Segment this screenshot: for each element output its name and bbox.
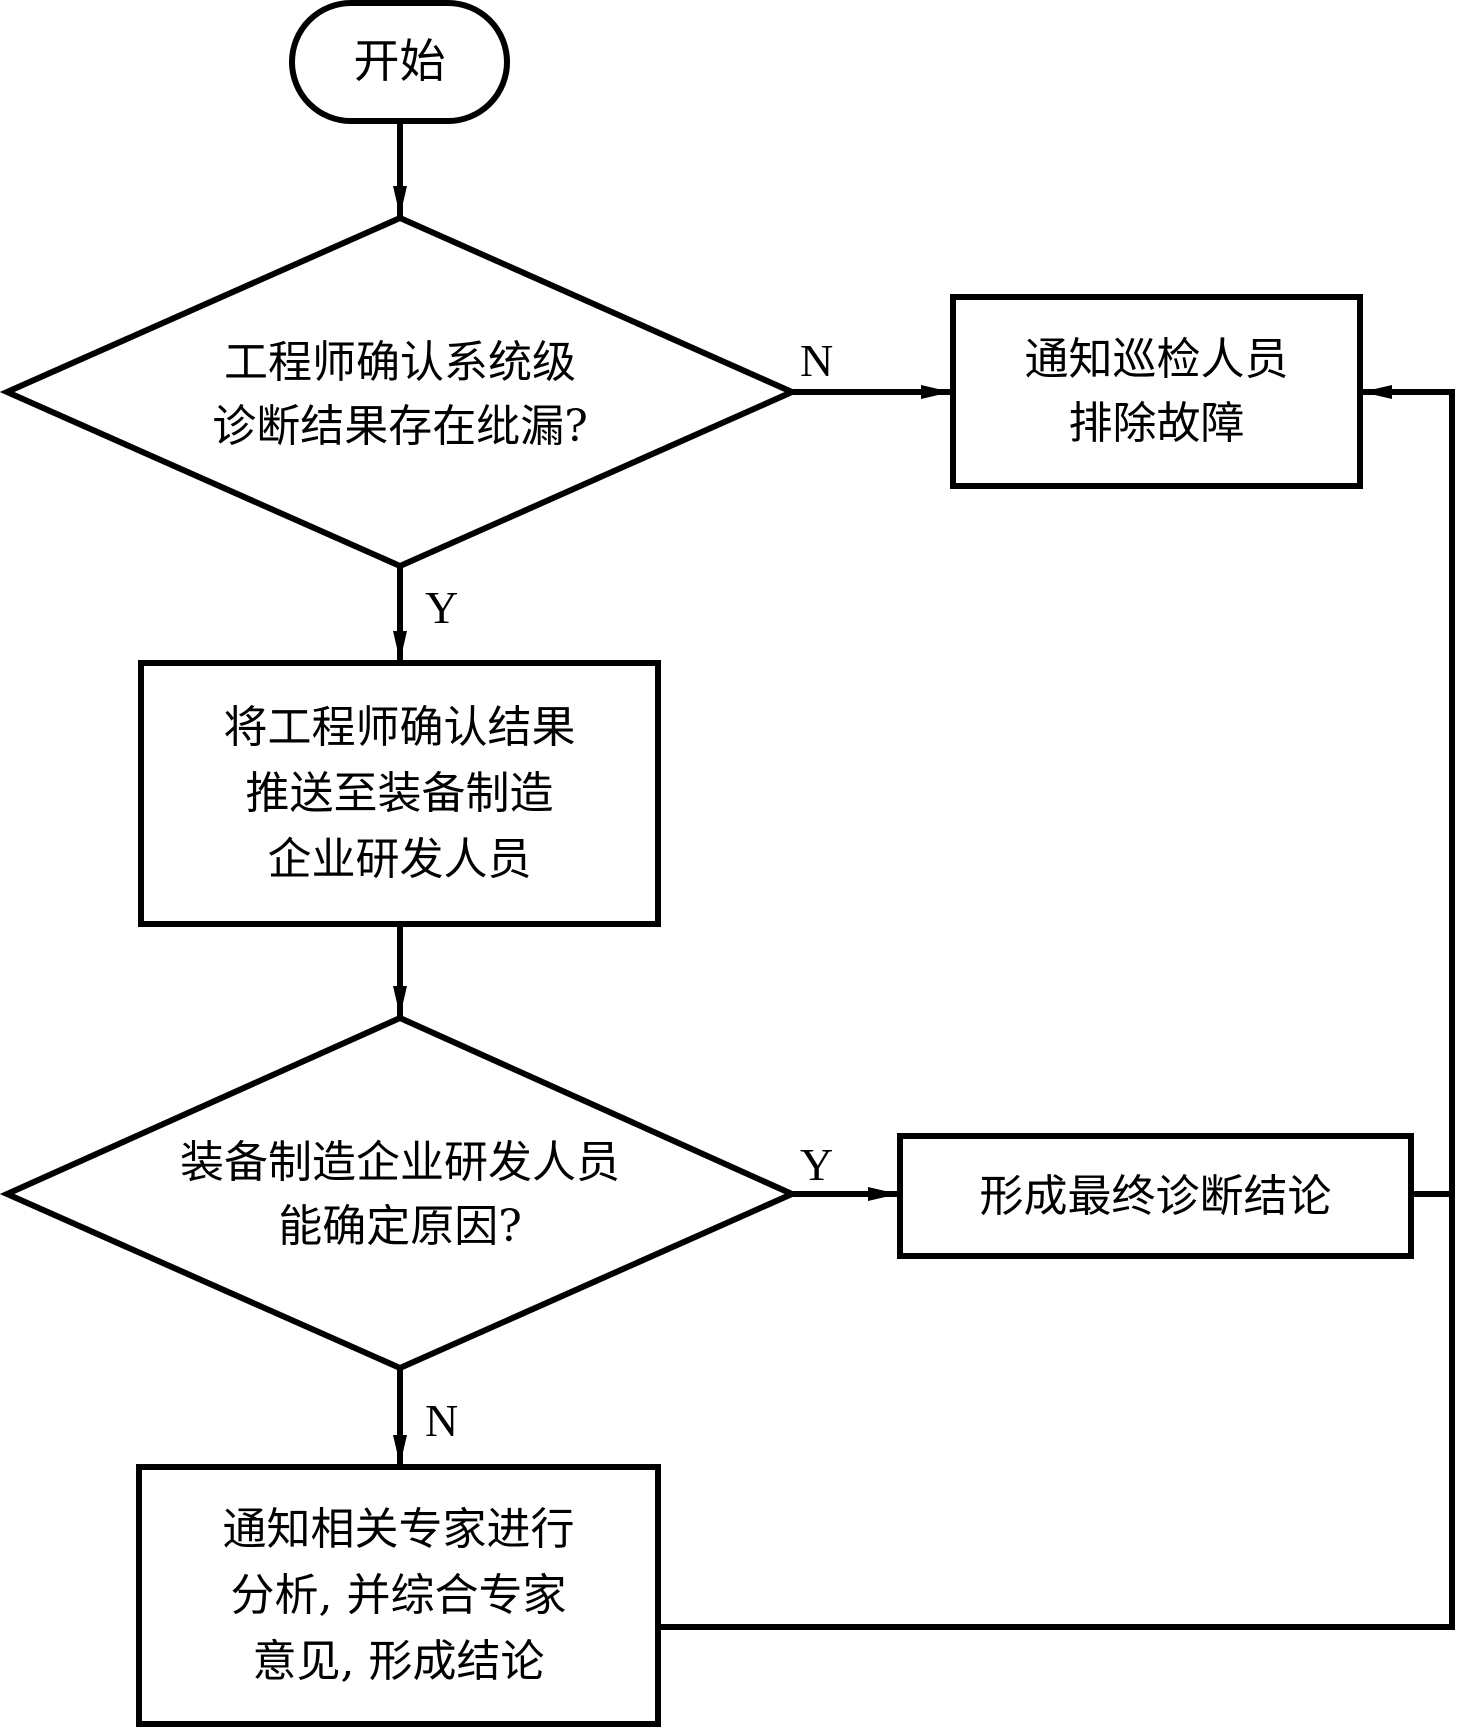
notify-patrol-line: 排除故障 <box>1068 397 1245 449</box>
decision-cause-line: 能确定原因? <box>278 1201 522 1252</box>
decision-gap-line: 工程师确认系统级 <box>224 337 576 389</box>
notify-experts-label: 通知相关专家进行 分析, 并综合专家 意见, 形成结论 <box>139 1467 658 1724</box>
decision-cause-line: 装备制造企业研发人员 <box>180 1137 620 1189</box>
edge-label-gap-y: Y <box>425 582 459 633</box>
start-label: 开始 <box>292 3 507 121</box>
notify-experts-line: 分析, 并综合专家 <box>230 1569 567 1621</box>
push-to-vendor-line: 推送至装备制造 <box>245 767 554 819</box>
notify-experts-shape <box>136 1464 661 1727</box>
push-to-vendor-label: 将工程师确认结果 推送至装备制造 企业研发人员 <box>141 663 658 924</box>
notify-experts-line: 通知相关专家进行 <box>222 1503 575 1555</box>
push-to-vendor-line: 企业研发人员 <box>267 833 532 885</box>
push-to-vendor-line: 将工程师确认结果 <box>223 701 576 753</box>
edge-label-gap-n: N <box>800 335 834 386</box>
decision-cause-label: 装备制造企业研发人员 能确定原因? <box>80 1120 720 1270</box>
decision-gap-line: 诊断结果存在纰漏? <box>212 401 588 452</box>
edge-label-cause-n: N <box>425 1395 459 1446</box>
notify-patrol-shape <box>950 294 1363 489</box>
decision-gap-label: 工程师确认系统级 诊断结果存在纰漏? <box>120 320 680 470</box>
notify-experts-line: 意见, 形成结论 <box>252 1635 545 1687</box>
final-conclusion-label: 形成最终诊断结论 <box>900 1136 1411 1256</box>
final-conclusion-line: 形成最终诊断结论 <box>979 1170 1332 1222</box>
notify-patrol-label: 通知巡检人员 排除故障 <box>953 297 1360 486</box>
edge-experts-to-return-line <box>658 385 1455 1630</box>
edge-label-cause-y: Y <box>800 1139 834 1190</box>
start-label-line: 开始 <box>353 34 446 89</box>
notify-patrol-line: 通知巡检人员 <box>1024 333 1289 385</box>
